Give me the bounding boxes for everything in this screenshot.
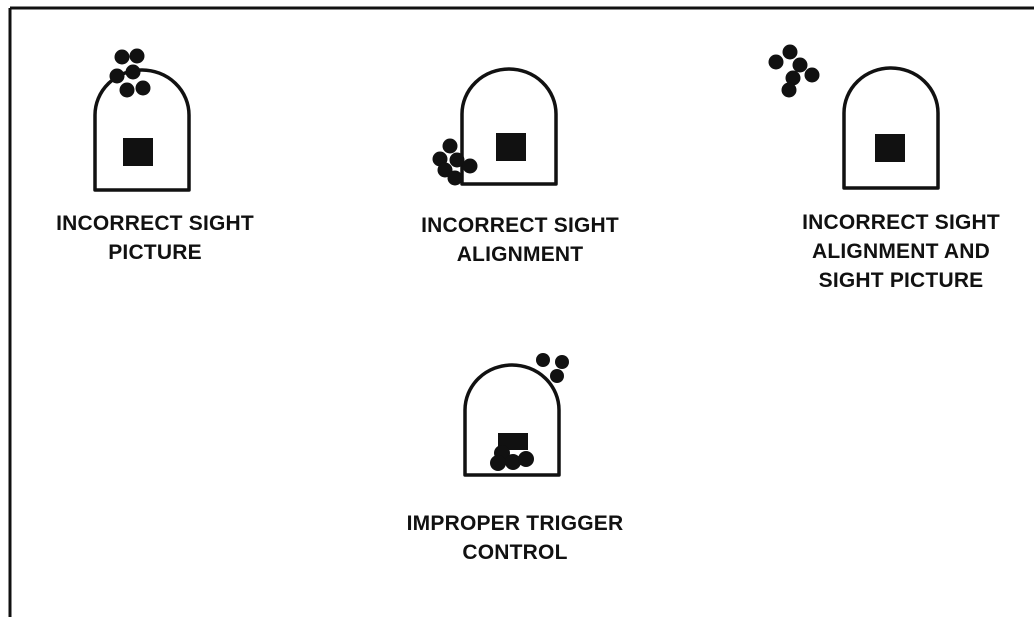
- shot-hole: [437, 162, 453, 178]
- caption-line: PICTURE: [108, 241, 202, 264]
- shot-hole: [129, 48, 145, 64]
- caption-line: INCORRECT SIGHT: [421, 214, 619, 237]
- caption-line: SIGHT PICTURE: [818, 269, 984, 292]
- shot-hole: [518, 451, 534, 467]
- shot-hole: [782, 44, 798, 60]
- caption-incorrect-sight-alignment: INCORRECT SIGHT ALIGNMENT: [370, 211, 670, 269]
- aiming-point: [498, 433, 528, 450]
- caption-line: IMPROPER TRIGGER: [406, 512, 624, 535]
- shot-hole: [505, 454, 521, 470]
- caption-line: INCORRECT SIGHT: [802, 211, 1000, 234]
- target-outline: [93, 68, 191, 192]
- caption-line: CONTROL: [462, 541, 568, 564]
- shot-group: [109, 48, 151, 98]
- shot-group: [490, 353, 569, 471]
- caption-incorrect-sight-picture: INCORRECT SIGHT PICTURE: [0, 209, 310, 267]
- target-incorrect-sight-picture: [93, 48, 191, 192]
- target-outline: [842, 66, 940, 190]
- target-outline: [463, 363, 561, 477]
- shot-hole: [536, 353, 550, 367]
- caption-line: ALIGNMENT AND: [812, 240, 990, 263]
- target-incorrect-sight-alignment: [432, 67, 558, 186]
- shot-hole: [442, 138, 458, 154]
- target-outline: [460, 67, 558, 186]
- shot-hole: [114, 49, 130, 65]
- shot-hole: [781, 82, 797, 98]
- caption-line: INCORRECT SIGHT: [56, 212, 254, 235]
- shot-hole: [768, 54, 784, 70]
- shot-hole: [462, 158, 478, 174]
- shot-hole: [135, 80, 151, 96]
- shot-hole: [125, 64, 141, 80]
- target-improper-trigger-control: [463, 353, 569, 477]
- shot-group: [432, 138, 478, 186]
- shot-hole: [792, 57, 808, 73]
- caption-improper-trigger-control: IMPROPER TRIGGER CONTROL: [355, 509, 675, 567]
- shot-hole: [785, 70, 801, 86]
- shot-hole: [490, 455, 506, 471]
- shot-hole: [447, 170, 463, 186]
- aiming-point: [123, 138, 153, 166]
- shot-hole: [555, 355, 569, 369]
- shot-hole: [119, 82, 135, 98]
- aiming-point: [875, 134, 905, 162]
- shot-group: [768, 44, 820, 98]
- shot-hole: [449, 152, 465, 168]
- aiming-point: [496, 133, 526, 161]
- target-incorrect-sight-alignment-and-sight-picture: [768, 44, 940, 190]
- shot-hole: [804, 67, 820, 83]
- caption-incorrect-sight-alignment-and-sight-picture: INCORRECT SIGHT ALIGNMENT AND SIGHT PICT…: [770, 208, 1032, 295]
- shot-hole: [550, 369, 564, 383]
- caption-line: ALIGNMENT: [456, 243, 584, 266]
- shot-hole: [109, 68, 125, 84]
